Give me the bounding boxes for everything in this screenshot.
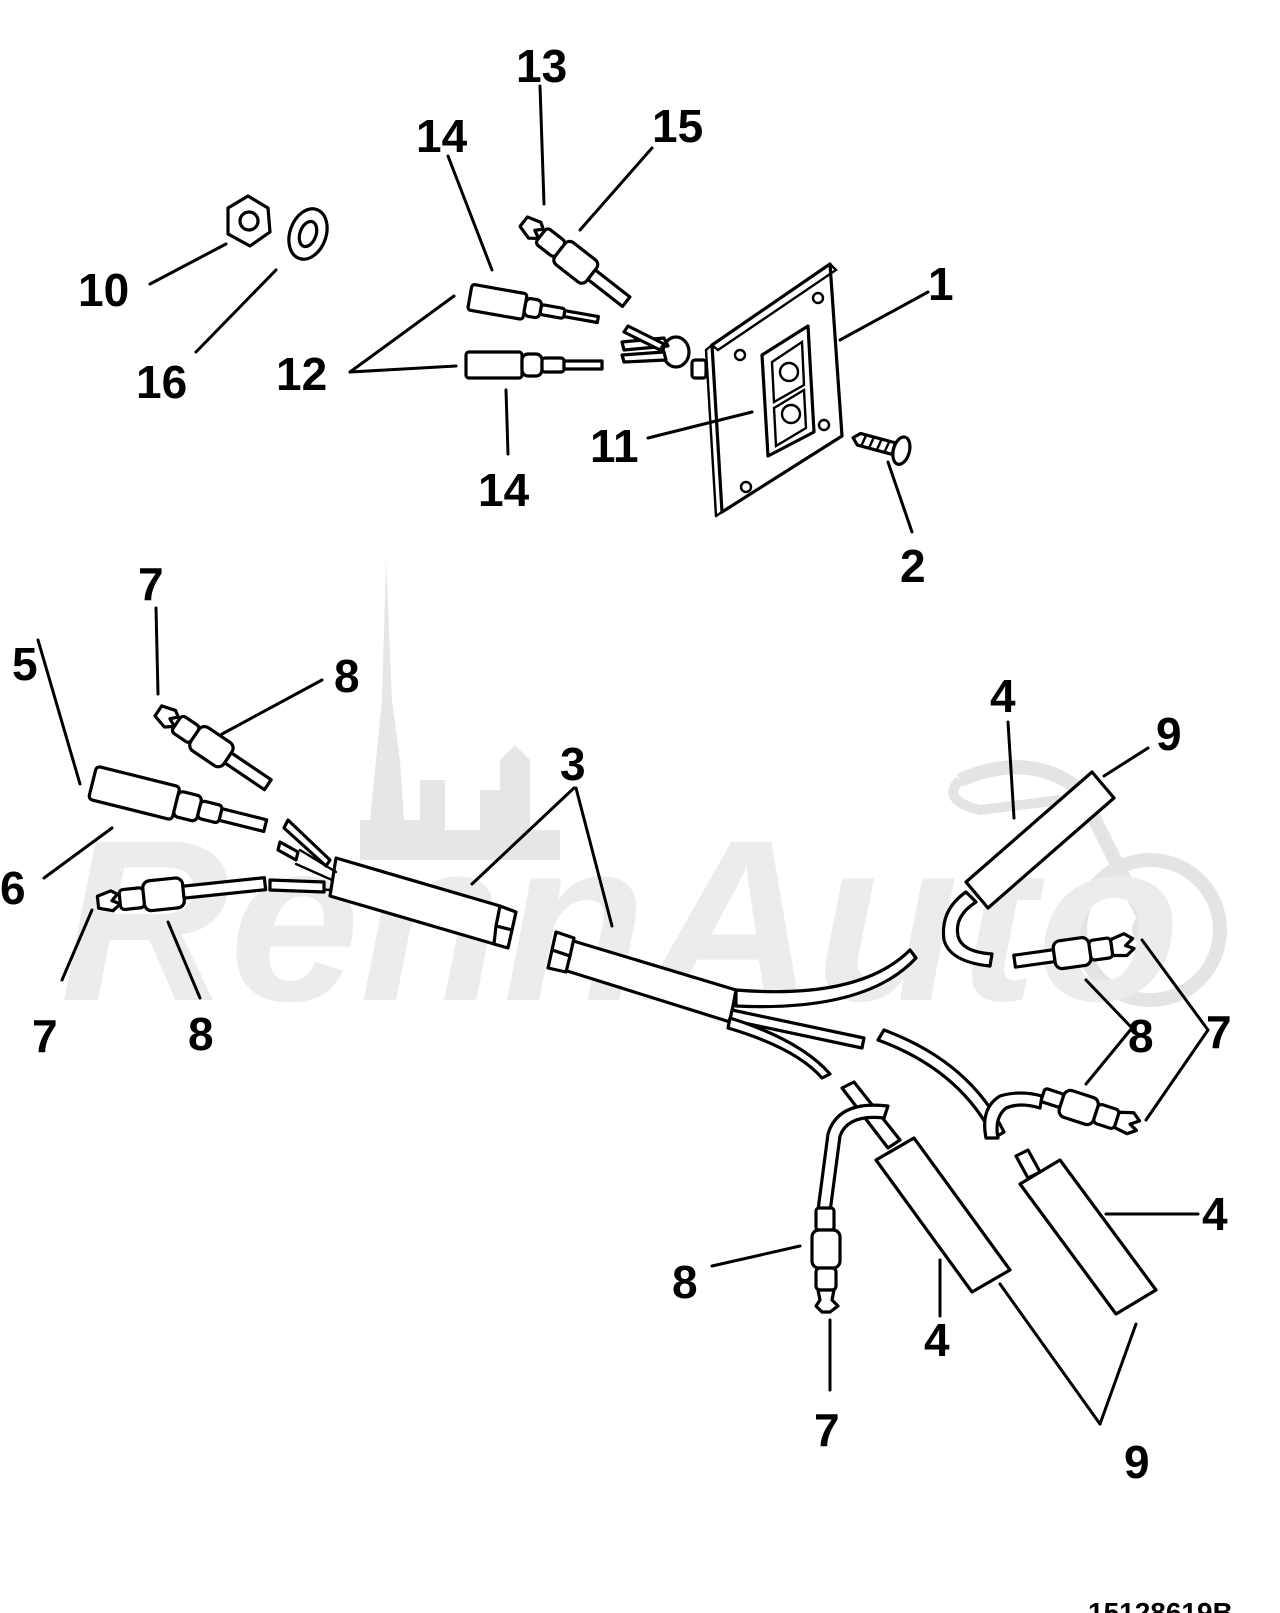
callout-3: 3: [560, 738, 586, 790]
callout-14-upper: 14: [416, 110, 468, 162]
switch-wire-ends: [620, 324, 691, 369]
callout-2: 2: [900, 540, 926, 592]
callout-labels: 1 2 3 4 4 4 5 6 7 7 7 7 8 8 8 8 9 9 10 1…: [0, 40, 1232, 1488]
callout-10: 10: [78, 264, 129, 316]
callout-9-lower: 9: [1124, 1436, 1150, 1488]
watermark-spire-icon: [360, 560, 560, 860]
callout-4-right: 4: [1202, 1188, 1228, 1240]
watermark: RennAuto: [60, 560, 1227, 1049]
callout-7-lower-left: 7: [32, 1010, 58, 1062]
wiring-harness-assembly: [87, 704, 1158, 1316]
switch-panel-assembly: [226, 194, 912, 518]
insulator-sleeve-upper-icon: [941, 770, 1116, 968]
watermark-text: RennAuto: [60, 792, 1180, 1049]
bullet-connector-lower-left-icon: [95, 876, 268, 913]
callout-11: 11: [590, 420, 639, 472]
callout-4-lower: 4: [924, 1314, 950, 1366]
harness-right-section-icon: [546, 930, 918, 1080]
callout-6: 6: [0, 862, 26, 914]
callout-8-right: 8: [1128, 1010, 1154, 1062]
sleeve-terminal-lower-icon: [464, 350, 604, 380]
callout-8-bottom: 8: [672, 1256, 698, 1308]
bullet-connector-right-upper-icon: [1012, 932, 1136, 971]
screw-icon: [851, 431, 912, 466]
callout-12: 12: [276, 348, 327, 400]
callout-8-upper-left: 8: [334, 650, 360, 702]
bullet-connector-upper-left-icon: [153, 704, 273, 792]
callout-7-right: 7: [1206, 1006, 1232, 1058]
bullet-connector-bottom-icon: [810, 1103, 890, 1314]
callout-7-upper-left: 7: [138, 558, 164, 610]
female-connector-icon: [87, 765, 269, 834]
callout-9-upper: 9: [1156, 708, 1182, 760]
callout-7-bottom: 7: [814, 1404, 840, 1456]
switch-housing-icon: [760, 324, 816, 458]
callout-8-lower-left: 8: [188, 1008, 214, 1060]
sleeve-terminal-upper-icon: [466, 283, 600, 325]
callout-15: 15: [652, 100, 703, 152]
callout-5: 5: [12, 638, 38, 690]
terminal-connector-13-icon: [518, 215, 632, 309]
leader-lines: [36, 84, 1210, 1426]
mounting-plate-icon: [690, 262, 844, 518]
callout-13: 13: [516, 40, 567, 92]
callout-4-upper: 4: [990, 670, 1016, 722]
callout-16: 16: [136, 356, 187, 408]
drawing-code: 15128619B: [1088, 1597, 1233, 1613]
washer-icon: [287, 207, 329, 261]
harness-left-section-icon: [268, 818, 518, 950]
insulator-sleeve-lower-right-icon: [1014, 1148, 1158, 1316]
callout-14-lower: 14: [478, 464, 530, 516]
callout-1: 1: [928, 258, 954, 310]
hex-nut-icon: [226, 194, 272, 248]
bullet-connector-right-lower-icon: [876, 1028, 1142, 1140]
